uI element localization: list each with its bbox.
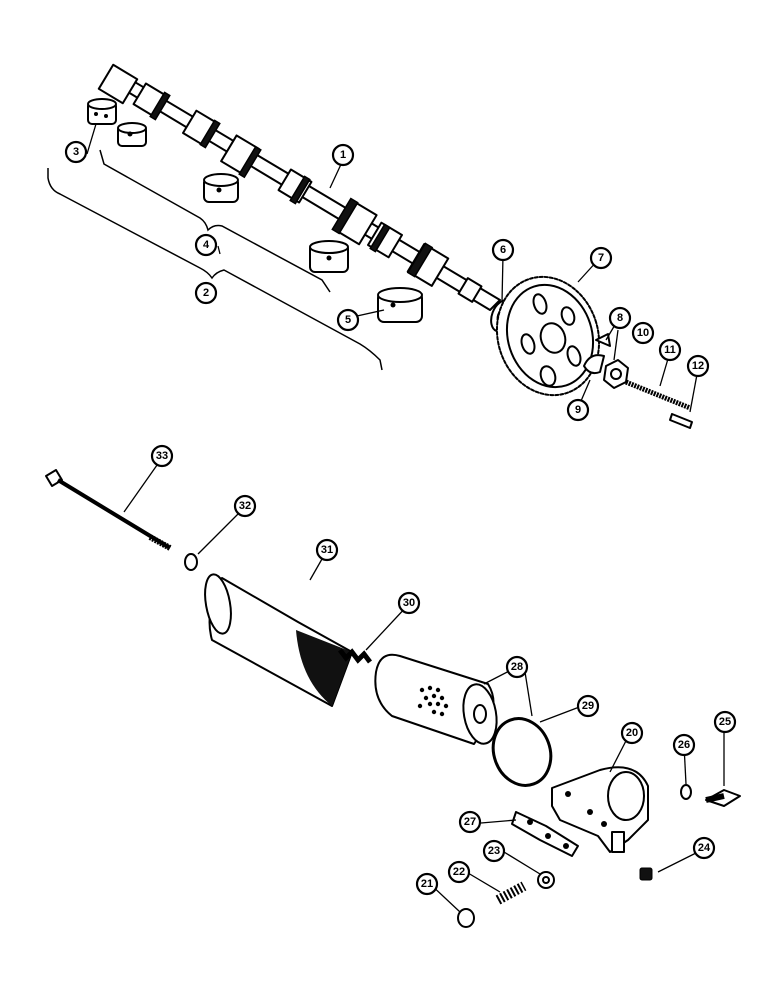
callout-1: 1 xyxy=(331,143,355,167)
svg-text:12: 12 xyxy=(692,360,704,372)
plug-24 xyxy=(639,867,653,881)
callout-28: 28 xyxy=(505,655,529,679)
woodruff-key-8 xyxy=(595,333,611,347)
nut-10 xyxy=(603,359,629,389)
callout-27: 27 xyxy=(458,810,482,834)
svg-text:27: 27 xyxy=(464,816,476,828)
svg-text:25: 25 xyxy=(719,716,731,728)
bolt-33 xyxy=(45,469,172,551)
camshaft xyxy=(97,63,501,311)
washer-32 xyxy=(184,553,198,571)
filter-shell-31 xyxy=(204,573,353,707)
svg-text:28: 28 xyxy=(511,661,523,673)
cam-gear-7 xyxy=(495,275,601,397)
callout-21: 21 xyxy=(415,872,439,896)
svg-text:23: 23 xyxy=(488,845,500,857)
svg-text:26: 26 xyxy=(678,739,690,751)
svg-text:30: 30 xyxy=(403,597,415,609)
svg-text:32: 32 xyxy=(239,500,251,512)
callout-30: 30 xyxy=(397,591,421,615)
svg-text:22: 22 xyxy=(453,866,465,878)
bearing-4c xyxy=(309,240,349,273)
callout-23: 23 xyxy=(482,839,506,863)
svg-text:11: 11 xyxy=(664,344,676,356)
svg-text:24: 24 xyxy=(698,842,711,854)
washer-26 xyxy=(680,784,692,800)
callout-7: 7 xyxy=(589,246,613,270)
spring-30 xyxy=(338,648,372,664)
svg-text:8: 8 xyxy=(617,312,623,324)
svg-text:2: 2 xyxy=(203,287,209,299)
gasket-27 xyxy=(511,811,579,857)
bolt-11 xyxy=(625,379,691,411)
svg-text:6: 6 xyxy=(500,244,506,256)
callout-33: 33 xyxy=(150,444,174,468)
bearing-5 xyxy=(377,287,423,323)
bearing-4b xyxy=(203,173,239,203)
callout-25: 25 xyxy=(713,710,737,734)
callout-9: 9 xyxy=(566,398,590,422)
callout-32: 32 xyxy=(233,494,257,518)
svg-text:1: 1 xyxy=(340,149,346,161)
callout-2: 2 xyxy=(194,281,218,305)
bearing-3 xyxy=(87,98,117,125)
svg-text:29: 29 xyxy=(582,700,594,712)
callout-26: 26 xyxy=(672,733,696,757)
callout-3: 3 xyxy=(64,140,88,164)
callout-11: 11 xyxy=(658,338,682,362)
callout-20: 20 xyxy=(620,721,644,745)
callout-4: 4 xyxy=(194,233,218,257)
svg-text:5: 5 xyxy=(345,314,351,326)
filter-base-20 xyxy=(551,766,649,853)
callout-29: 29 xyxy=(576,694,600,718)
svg-text:33: 33 xyxy=(156,450,168,462)
svg-text:7: 7 xyxy=(598,252,604,264)
brace-2 xyxy=(47,168,383,371)
lock-plate-9 xyxy=(583,354,605,375)
svg-text:4: 4 xyxy=(203,239,210,251)
callout-10: 10 xyxy=(631,321,655,345)
callout-12: 12 xyxy=(686,354,710,378)
spring-22 xyxy=(495,881,527,905)
gasket-29 xyxy=(491,717,553,787)
svg-text:9: 9 xyxy=(575,404,581,416)
svg-text:21: 21 xyxy=(421,878,433,890)
callout-24: 24 xyxy=(692,836,716,860)
bolt-25 xyxy=(705,789,741,807)
svg-text:20: 20 xyxy=(626,727,638,739)
brace-4 xyxy=(99,149,331,293)
callout-22: 22 xyxy=(447,860,471,884)
callout-6: 6 xyxy=(491,238,515,262)
callout-31: 31 xyxy=(315,538,339,562)
svg-text:31: 31 xyxy=(321,544,333,556)
callout-5: 5 xyxy=(336,308,360,332)
callout-8: 8 xyxy=(608,306,632,330)
plug-21 xyxy=(457,908,475,928)
valve-23 xyxy=(537,871,555,889)
filter-element-28 xyxy=(374,653,498,745)
svg-text:3: 3 xyxy=(73,146,79,158)
pin-12 xyxy=(669,413,693,429)
svg-text:10: 10 xyxy=(637,327,649,339)
bearing-4a xyxy=(117,122,147,147)
